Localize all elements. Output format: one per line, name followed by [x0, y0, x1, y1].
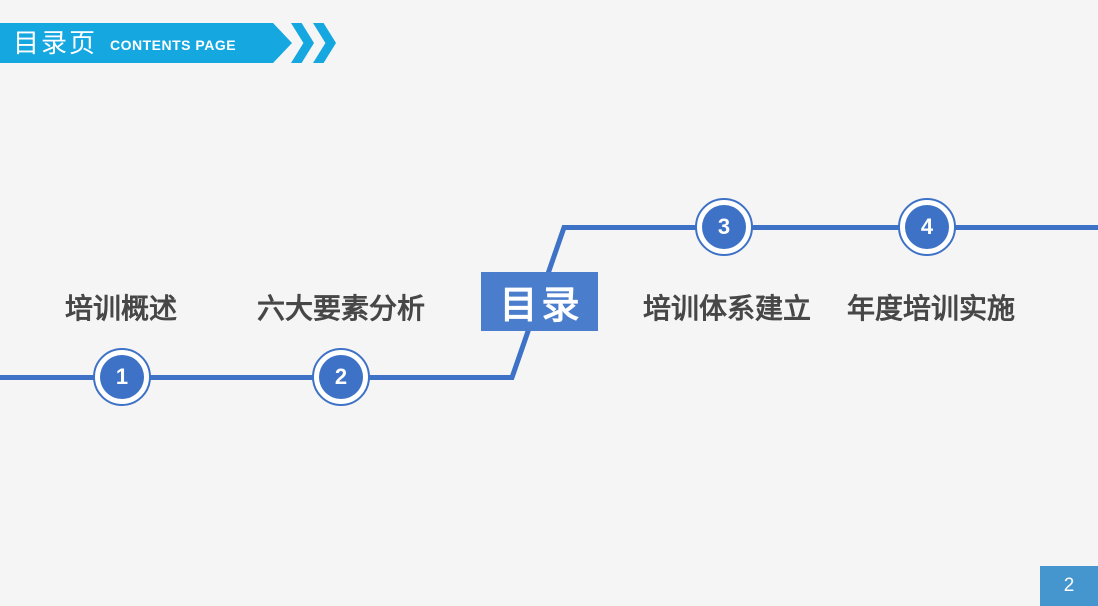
page-number-badge: 2	[1040, 566, 1098, 606]
page-title: 目录页	[13, 28, 98, 58]
toc-item-label-3: 培训体系建立	[642, 293, 812, 324]
toc-item-label-2: 六大要素分析	[256, 293, 426, 324]
header-banner: 目录页 CONTENTS PAGE	[0, 23, 292, 63]
toc-center-box: 目录	[481, 272, 598, 331]
page-subtitle: CONTENTS PAGE	[110, 37, 237, 53]
toc-node-1: 1	[93, 348, 151, 406]
toc-node-4: 4	[898, 198, 956, 256]
toc-item-label-4: 年度培训实施	[846, 293, 1016, 324]
toc-node-number: 2	[319, 355, 363, 399]
toc-item-label-1: 培训概述	[64, 293, 178, 324]
toc-node-number: 1	[100, 355, 144, 399]
toc-node-number: 3	[702, 205, 746, 249]
toc-node-2: 2	[312, 348, 370, 406]
toc-node-3: 3	[695, 198, 753, 256]
toc-node-number: 4	[905, 205, 949, 249]
